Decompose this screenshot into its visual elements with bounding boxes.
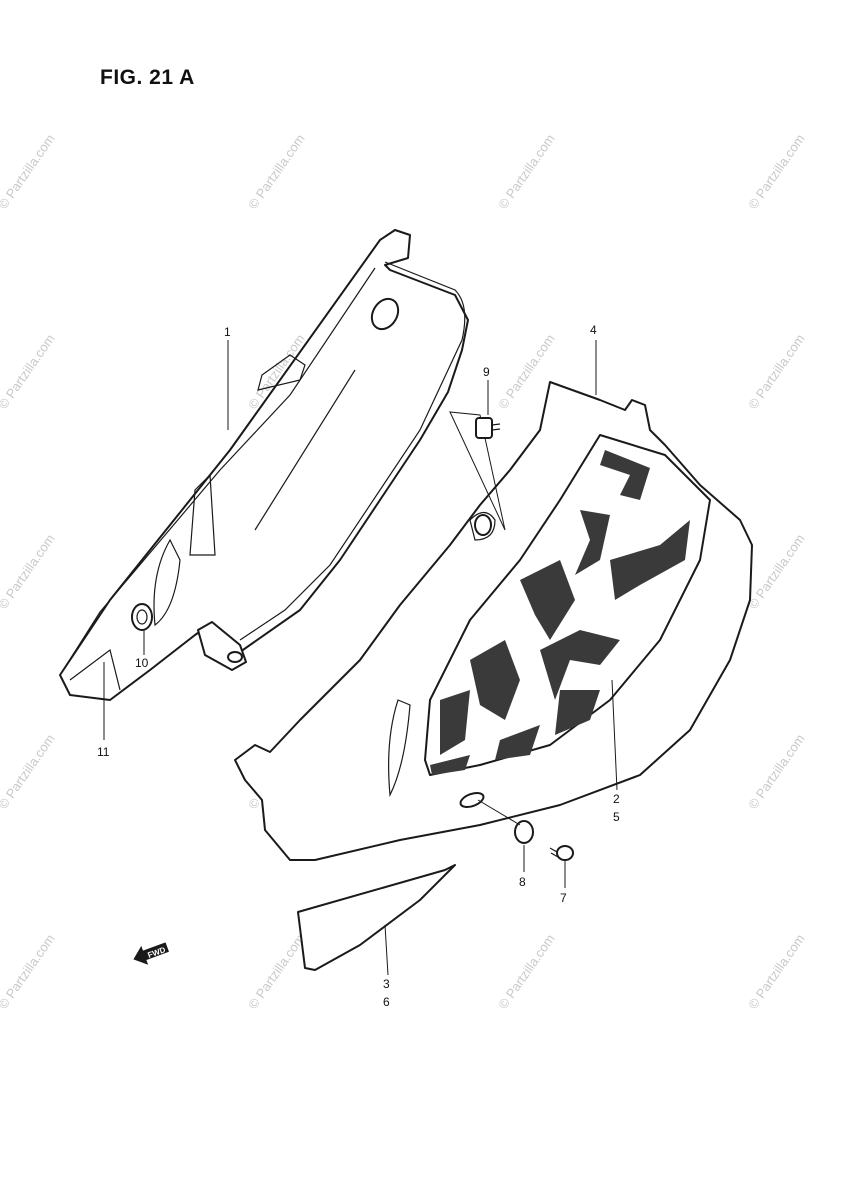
watermark-text: © Partzilla.com — [0, 731, 58, 811]
callout-6: 6 — [383, 995, 390, 1009]
watermark-text: © Partzilla.com — [745, 931, 808, 1011]
callout-labels: 1 4 9 10 11 2 5 8 7 3 6 — [97, 323, 620, 1009]
watermark-text: © Partzilla.com — [745, 331, 808, 411]
watermark-text: © Partzilla.com — [245, 931, 308, 1011]
watermark-text: © Partzilla.com — [495, 931, 558, 1011]
decal-graphic — [430, 450, 690, 775]
grommet-8 — [514, 820, 534, 844]
forward-arrow-label: FWD — [146, 945, 166, 960]
callout-10: 10 — [135, 656, 149, 670]
callout-1: 1 — [224, 325, 231, 339]
watermark-text: © Partzilla.com — [0, 931, 58, 1011]
callout-4: 4 — [590, 323, 597, 337]
watermark-text: © Partzilla.com — [245, 131, 308, 211]
left-side-cover — [59, 229, 469, 701]
leader-lines — [103, 340, 618, 976]
forward-arrow-icon: FWD — [133, 942, 169, 965]
watermark-text: © Partzilla.com — [745, 531, 808, 611]
right-side-cover — [234, 381, 753, 861]
watermark-text: © Partzilla.com — [0, 331, 58, 411]
figure-title: FIG. 21 A — [100, 66, 195, 89]
watermark-text: © Partzilla.com — [745, 131, 808, 211]
callout-5: 5 — [613, 810, 620, 824]
callout-2: 2 — [613, 792, 620, 806]
screw-7 — [549, 845, 574, 861]
lower-panel — [297, 864, 456, 971]
callout-7: 7 — [560, 891, 567, 905]
callout-9: 9 — [483, 365, 490, 379]
watermark-text: © Partzilla.com — [745, 731, 808, 811]
watermark-text: © Partzilla.com — [0, 131, 58, 211]
watermark-text: © Partzilla.com — [0, 531, 58, 611]
callout-11: 11 — [97, 745, 110, 759]
watermark-text: © Partzilla.com — [495, 131, 558, 211]
grommet-10 — [131, 603, 153, 631]
callout-8: 8 — [519, 875, 526, 889]
screw-9 — [449, 411, 506, 531]
callout-3: 3 — [383, 977, 390, 991]
